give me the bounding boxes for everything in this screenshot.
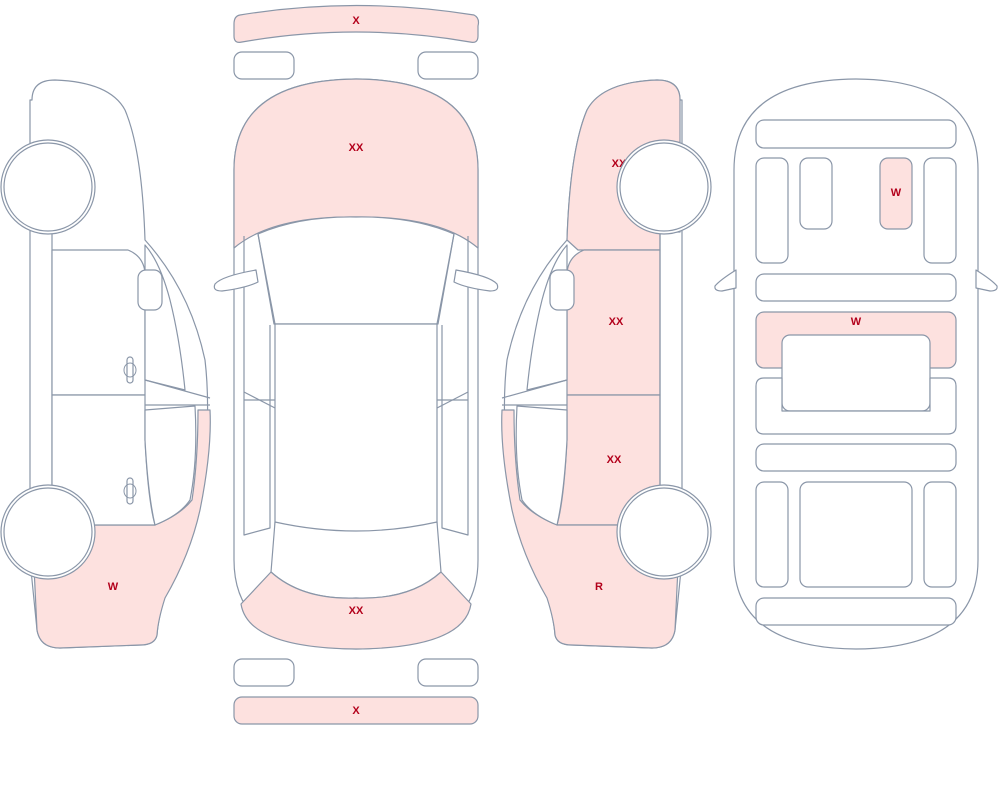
left-headlight[interactable] — [233, 51, 295, 80]
front-bumper-panel[interactable] — [233, 4, 480, 43]
interior-view: W W — [714, 78, 998, 650]
left-taillight[interactable] — [233, 658, 295, 687]
rear-seat-row[interactable] — [755, 443, 957, 472]
rear-window[interactable] — [270, 521, 442, 599]
rear-cargo-sill[interactable] — [755, 597, 957, 626]
rear-bumper-label: X — [352, 705, 360, 717]
cargo-floor[interactable] — [799, 481, 913, 588]
roof-panel[interactable] — [274, 323, 438, 533]
left-rear-quarter-panel[interactable] — [31, 409, 211, 649]
right-belt-line — [501, 379, 568, 399]
rear-floor-panel[interactable] — [755, 377, 957, 435]
right-rear-quarter-panel[interactable] — [501, 409, 681, 649]
right-headlight[interactable] — [417, 51, 479, 80]
left-side-view: W — [0, 79, 211, 649]
passenger-footwell-label: W — [891, 187, 902, 199]
right-rear-wheel-rim — [619, 487, 709, 577]
left-front-door-handle[interactable] — [126, 356, 134, 384]
windshield[interactable] — [257, 216, 455, 325]
right-mirror[interactable] — [453, 269, 499, 292]
right-side-mirror[interactable] — [549, 269, 575, 311]
left-side-rail — [243, 236, 271, 536]
left-rear-door-trim[interactable] — [755, 481, 789, 588]
right-side-view: XX XX XX R — [501, 79, 712, 649]
left-rear-door-handle[interactable] — [126, 477, 134, 505]
sunroof-panel[interactable] — [781, 334, 931, 412]
driver-footwell[interactable] — [799, 157, 833, 230]
right-taillight[interactable] — [417, 658, 479, 687]
rear-hatch-panel[interactable] — [240, 571, 472, 650]
left-front-door-handle-grip — [123, 362, 137, 378]
right-rear-door-trim[interactable] — [923, 481, 957, 588]
left-side-mirror[interactable] — [137, 269, 163, 311]
front-seat-row[interactable] — [755, 273, 957, 302]
left-rear-door-handle-grip — [123, 483, 137, 499]
right-a-pillar — [436, 233, 455, 325]
right-front-door-trim[interactable] — [923, 157, 957, 264]
left-a-pillar — [257, 233, 276, 325]
left-rear-quarter-label: W — [108, 581, 119, 593]
right-rear-quarter-label: R — [595, 581, 603, 593]
front-bumper-label: X — [352, 15, 360, 27]
right-side-rail — [441, 236, 469, 536]
left-rear-wheel-rim — [3, 487, 93, 577]
passenger-footwell[interactable] — [879, 157, 913, 230]
dashboard-panel[interactable] — [755, 119, 957, 149]
interior-right-mirror — [975, 269, 998, 292]
left-front-wheel-rim — [3, 142, 93, 232]
hood-label: XX — [349, 142, 364, 154]
right-front-door-label: XX — [609, 316, 624, 328]
rear-bumper-panel[interactable] — [233, 696, 479, 725]
top-view: X XX XX X — [213, 4, 499, 725]
interior-left-mirror — [714, 269, 737, 292]
right-rear-door-label: XX — [607, 454, 622, 466]
rear-hatch-label: XX — [349, 605, 364, 617]
left-belt-line — [144, 379, 211, 399]
left-side-window-rear[interactable] — [144, 405, 197, 526]
right-side-window-rear[interactable] — [515, 405, 568, 526]
right-front-wheel-rim — [619, 142, 709, 232]
center-console-label: W — [851, 316, 862, 328]
left-front-door-trim[interactable] — [755, 157, 789, 264]
left-mirror[interactable] — [213, 269, 259, 292]
